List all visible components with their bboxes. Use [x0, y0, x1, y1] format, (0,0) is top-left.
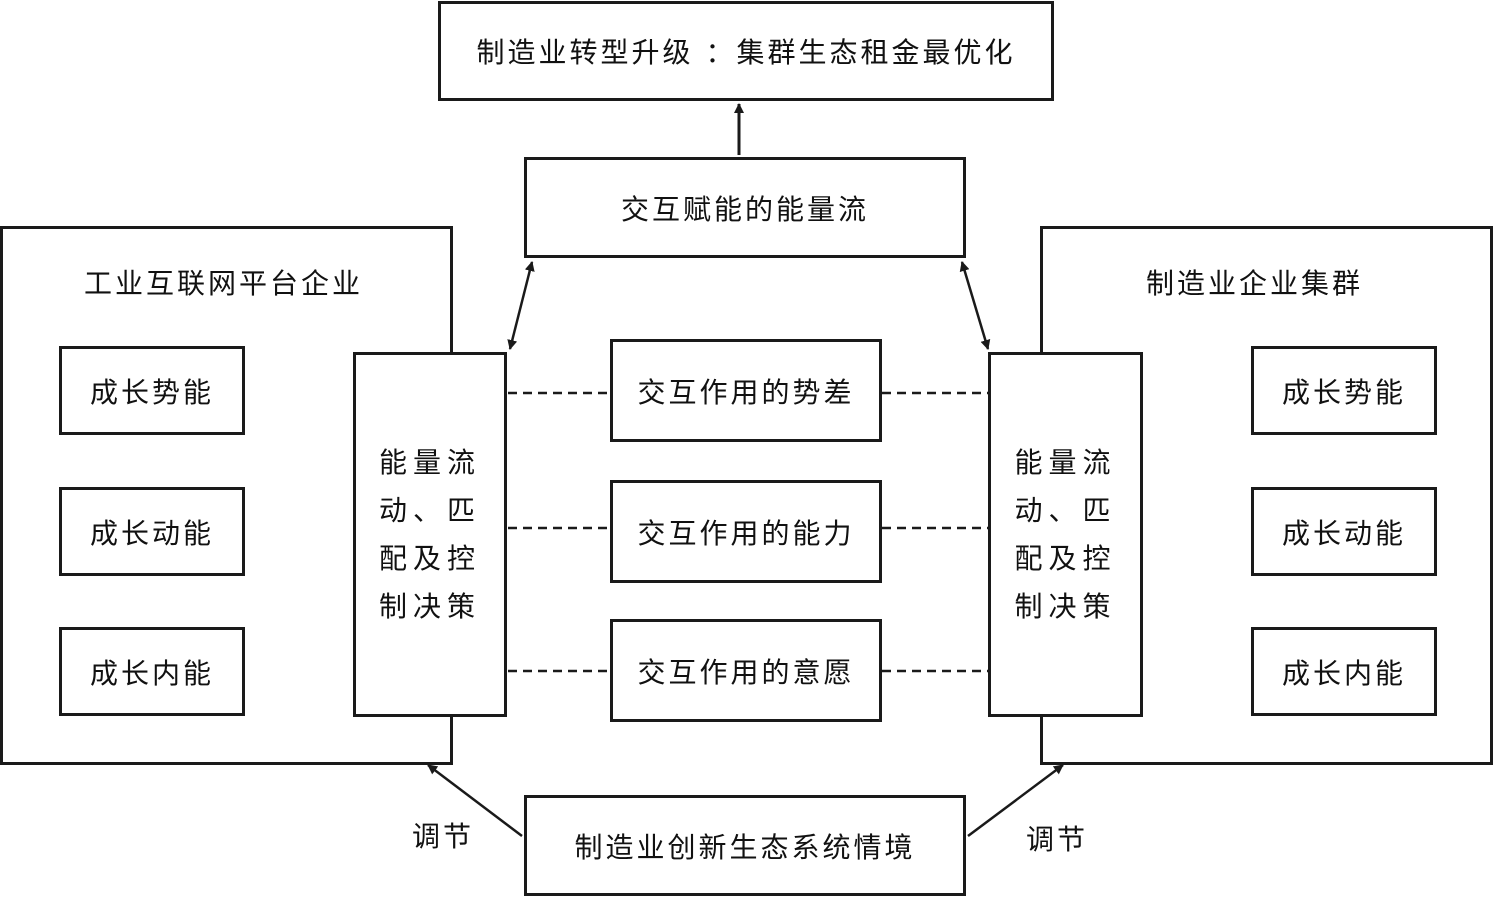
arrow-regulate-right — [967, 763, 1064, 838]
arrow-left-energy — [507, 261, 535, 350]
energy-flow-box: 交互赋能的能量流 — [524, 157, 966, 258]
arrow-regulate-left — [427, 764, 523, 837]
regulate-right-label: 调节 — [1026, 823, 1089, 856]
right-decision-text: 能量流动、匹配及控制决策 — [1014, 445, 1117, 623]
regulate-left-label: 调节 — [412, 820, 475, 853]
context-box: 制造业创新生态系统情境 — [524, 795, 966, 896]
left-cluster-title: 工业互联网平台企业 — [84, 267, 364, 300]
arrow-right-energy — [959, 261, 991, 350]
right-item-2: 成长动能 — [1251, 487, 1437, 576]
interaction-ability: 交互作用的能力 — [610, 480, 882, 583]
left-item-3: 成长内能 — [59, 627, 245, 716]
left-item-1: 成长势能 — [59, 346, 245, 435]
context-text: 制造业创新生态系统情境 — [574, 830, 916, 864]
right-item-3: 成长内能 — [1251, 627, 1437, 716]
right-item-1: 成长势能 — [1251, 346, 1437, 435]
interaction-willingness: 交互作用的意愿 — [610, 619, 882, 722]
top-goal-box: 制造业转型升级 ：集群生态租金最优化 — [438, 1, 1054, 101]
left-decision-box: 能量流动、匹配及控制决策 — [353, 352, 507, 717]
interaction-potential-diff: 交互作用的势差 — [610, 339, 882, 442]
left-decision-text: 能量流动、匹配及控制决策 — [378, 445, 481, 623]
top-goal-text: 制造业转型升级 ：集群生态租金最优化 — [476, 36, 1016, 69]
right-decision-box: 能量流动、匹配及控制决策 — [988, 352, 1143, 717]
right-cluster-title: 制造业企业集群 — [1146, 267, 1364, 300]
energy-flow-text: 交互赋能的能量流 — [620, 192, 869, 226]
left-item-2: 成长动能 — [59, 487, 245, 576]
